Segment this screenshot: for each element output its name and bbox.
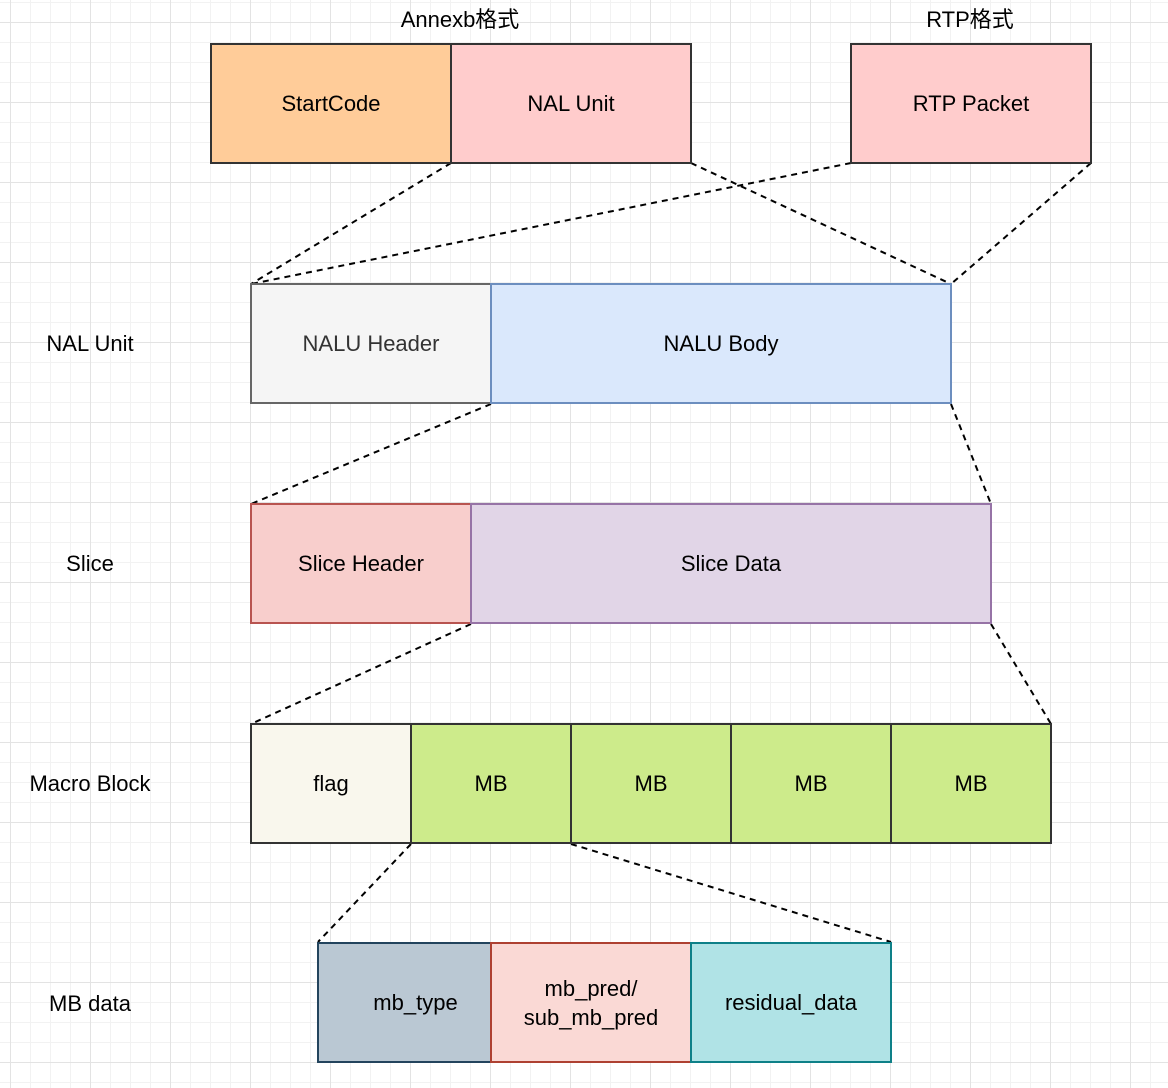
start-code-label: StartCode [281, 91, 381, 116]
slice-data-label: Slice Data [680, 551, 782, 576]
row-label-mb-data: MB data [49, 991, 131, 1016]
mb-label-2: MB [634, 771, 668, 796]
flag-label: flag [313, 771, 349, 796]
connector-annexb-nal-left [250, 162, 452, 285]
residual-data-label: residual_data [724, 990, 858, 1015]
nalu-body-box: NALU Body [490, 283, 952, 404]
mb-pred-label-line2: sub_mb_pred [523, 1004, 659, 1030]
annexb-format-heading: Annexb格式 [400, 7, 520, 32]
annexb-nal-unit-label: NAL Unit [527, 91, 615, 116]
nalu-header-box: NALU Header [250, 283, 492, 404]
flag-box: flag [250, 723, 412, 844]
mb-type-label: mb_type [373, 990, 458, 1015]
rtp-packet-box: RTP Packet [850, 43, 1092, 164]
connector-slice-data-left [250, 623, 472, 725]
nalu-header-label: NALU Header [302, 331, 440, 356]
row-label-macro-block: Macro Block [29, 771, 151, 796]
residual-data-box: residual_data [690, 942, 892, 1063]
mb-box-3: MB [730, 723, 892, 844]
mb-type-box: mb_type [317, 942, 492, 1063]
mb-label-4: MB [954, 771, 988, 796]
row-label-nal-unit: NAL Unit [46, 331, 134, 356]
mb-box-2: MB [570, 723, 732, 844]
mb-pred-box: mb_pred/ sub_mb_pred [490, 942, 692, 1063]
slice-header-box: Slice Header [250, 503, 472, 624]
rtp-format-heading: RTP格式 [926, 7, 1014, 32]
row-label-slice: Slice [66, 551, 114, 576]
mb-box-1: MB [410, 723, 572, 844]
slice-data-box: Slice Data [470, 503, 992, 624]
annexb-nal-unit-box: NAL Unit [450, 43, 692, 164]
start-code-box: StartCode [210, 43, 452, 164]
mb-label-3: MB [794, 771, 828, 796]
rtp-packet-label: RTP Packet [912, 91, 1030, 116]
mb-label-1: MB [474, 771, 508, 796]
connector-nalu-body-left [250, 403, 492, 505]
connector-rtp-right [950, 162, 1092, 285]
connector-slice-data-right [990, 623, 1052, 725]
connector-rtp-left [250, 162, 852, 285]
mb-pred-label-line1: mb_pred/ [544, 975, 638, 1001]
mb-box-4: MB [890, 723, 1052, 844]
nalu-body-label: NALU Body [663, 331, 779, 356]
connector-mb-right [570, 843, 892, 943]
connector-annexb-nal-right [690, 162, 952, 285]
slice-header-label: Slice Header [298, 551, 424, 576]
connector-mb-left [317, 843, 412, 943]
connector-nalu-body-right [950, 403, 992, 505]
